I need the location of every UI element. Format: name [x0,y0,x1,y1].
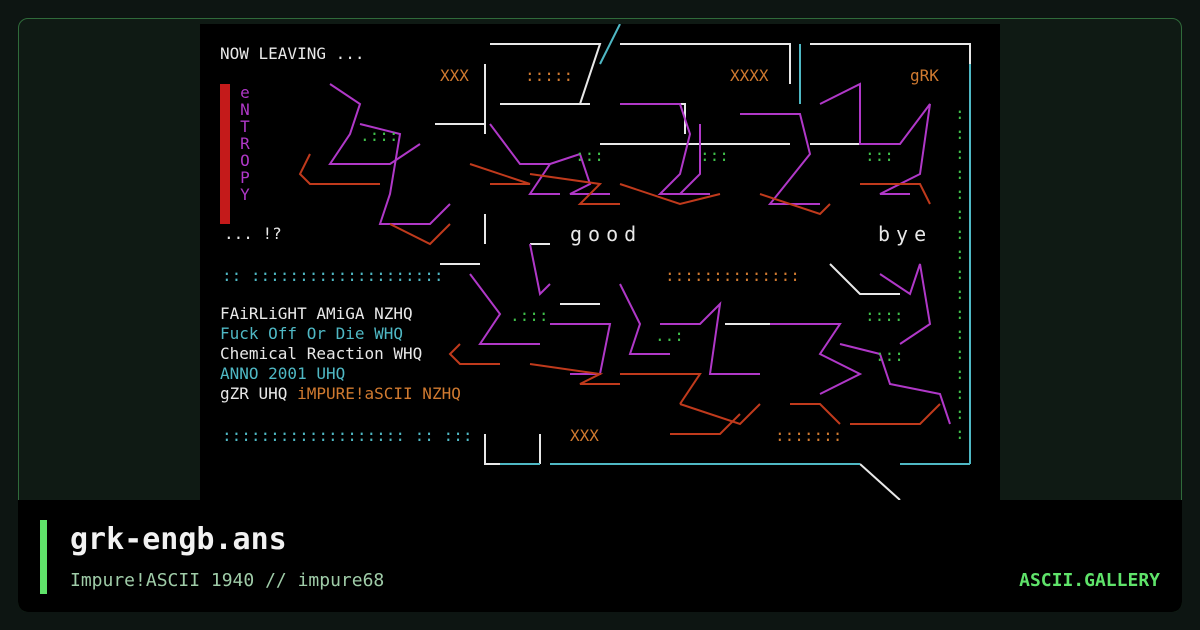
dots-green: ::: [865,146,894,165]
greet-gzr-label: gZR UHQ [220,384,288,403]
x-marks: XXXX [730,66,769,85]
dots-green: ::: [700,146,729,165]
greet-gzr: gZR UHQ iMPURE!aSCII NZHQ [220,384,461,404]
vertical-letter: T [240,117,250,136]
greet-fairlight: FAiRLiGHT AMiGA NZHQ [220,304,413,323]
dots-green: ..: [655,326,684,345]
dots-green: ::: [875,346,904,365]
dots-row-mid: :::::::::::::: [665,266,800,285]
dots-green: ::: [575,146,604,165]
file-subtitle: Impure!ASCII 1940 // impure68 [70,570,385,591]
good-text: good [570,222,643,246]
now-leaving-text: NOW LEAVING ... [220,44,365,63]
dots-green: .::: [360,126,399,145]
site-brand[interactable]: ASCII.GALLERY [1019,570,1160,591]
vertical-letter: R [240,134,250,153]
ansi-linework [298,24,971,500]
vertical-letter: Y [240,185,250,204]
dots-green-vertical: : : : : : : : : : : : : : : : : : [955,104,965,443]
x-marks: XXX [570,426,599,445]
vertical-letter: e [240,83,250,102]
vertical-word: e N T R O P Y [236,84,254,203]
dots-orange: ::::: [525,66,574,85]
dots-row-top: :: :::::::::::::::::::: [222,266,444,285]
greet-impure-ascii: iMPURE!aSCII NZHQ [297,384,461,403]
file-title: grk-engb.ans [70,522,287,557]
vertical-letter: N [240,100,250,119]
after-word-text: ... !? [224,224,282,243]
x-marks: XXX [440,66,469,85]
greet-chemical-reaction: Chemical Reaction WHQ [220,344,423,363]
dots-row-bottom: ::::::::::::::::::: :: ::: [222,426,473,445]
red-bar [220,84,230,224]
vertical-letter: O [240,151,250,170]
dots-green: .::: [510,306,549,325]
ansi-art-preview: NOW LEAVING ... XXX ::::: XXXX gRK e N T… [200,24,1000,500]
footer-panel: grk-engb.ans Impure!ASCII 1940 // impure… [18,500,1182,612]
dots-green: :::: [865,306,904,325]
bye-text: bye [878,222,933,246]
vertical-letter: P [240,168,250,187]
accent-bar [40,520,47,594]
group-tag: gRK [910,66,939,85]
greet-fuck-off-or-die: Fuck Off Or Die WHQ [220,324,404,343]
dots-orange: ::::::: [775,426,843,445]
greet-anno-2001: ANNO 2001 UHQ [220,364,346,383]
